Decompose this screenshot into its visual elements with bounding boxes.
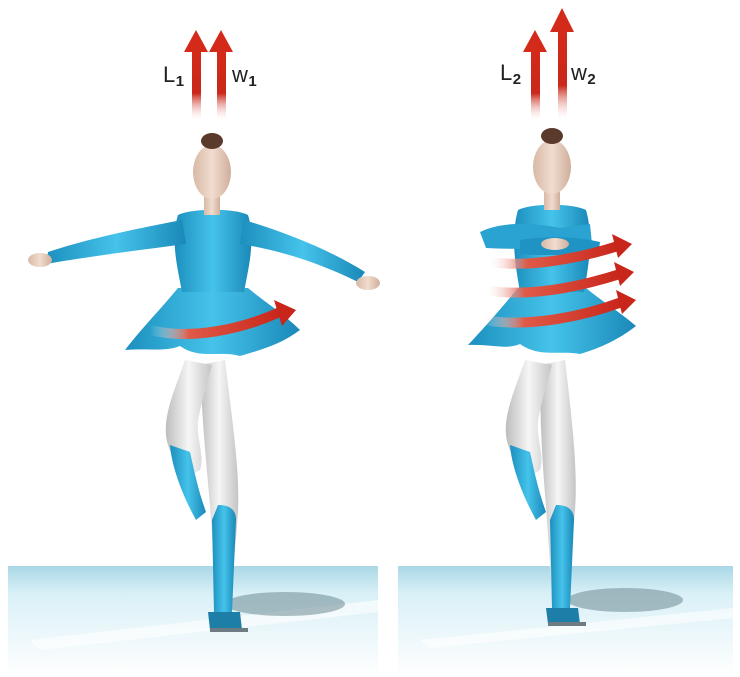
label-L2: L2 xyxy=(500,60,522,88)
label-letter: L xyxy=(500,60,513,85)
label-w1: w1 xyxy=(232,62,257,90)
label-subscript: 1 xyxy=(176,73,185,90)
label-subscript: 2 xyxy=(587,71,596,88)
label-subscript: 2 xyxy=(513,71,522,88)
vector-arrows-right xyxy=(523,8,574,122)
skirt-left xyxy=(125,288,300,356)
label-letter: w xyxy=(232,62,248,87)
vector-arrows-left xyxy=(184,30,233,122)
label-subscript: 1 xyxy=(248,73,257,90)
shadow-right xyxy=(567,588,683,612)
label-w2: w2 xyxy=(571,60,596,88)
label-letter: w xyxy=(571,60,587,85)
angular-momentum-arrow-1 xyxy=(184,30,208,122)
label-L1: L1 xyxy=(163,62,185,90)
skater-arms-folded xyxy=(468,128,636,626)
skater-arms-extended xyxy=(28,133,380,632)
label-letter: L xyxy=(163,62,176,87)
angular-velocity-arrow-1 xyxy=(209,30,233,122)
ice-floor-left xyxy=(8,566,378,676)
shadow-left xyxy=(225,592,345,616)
angular-momentum-arrow-2 xyxy=(523,30,547,122)
